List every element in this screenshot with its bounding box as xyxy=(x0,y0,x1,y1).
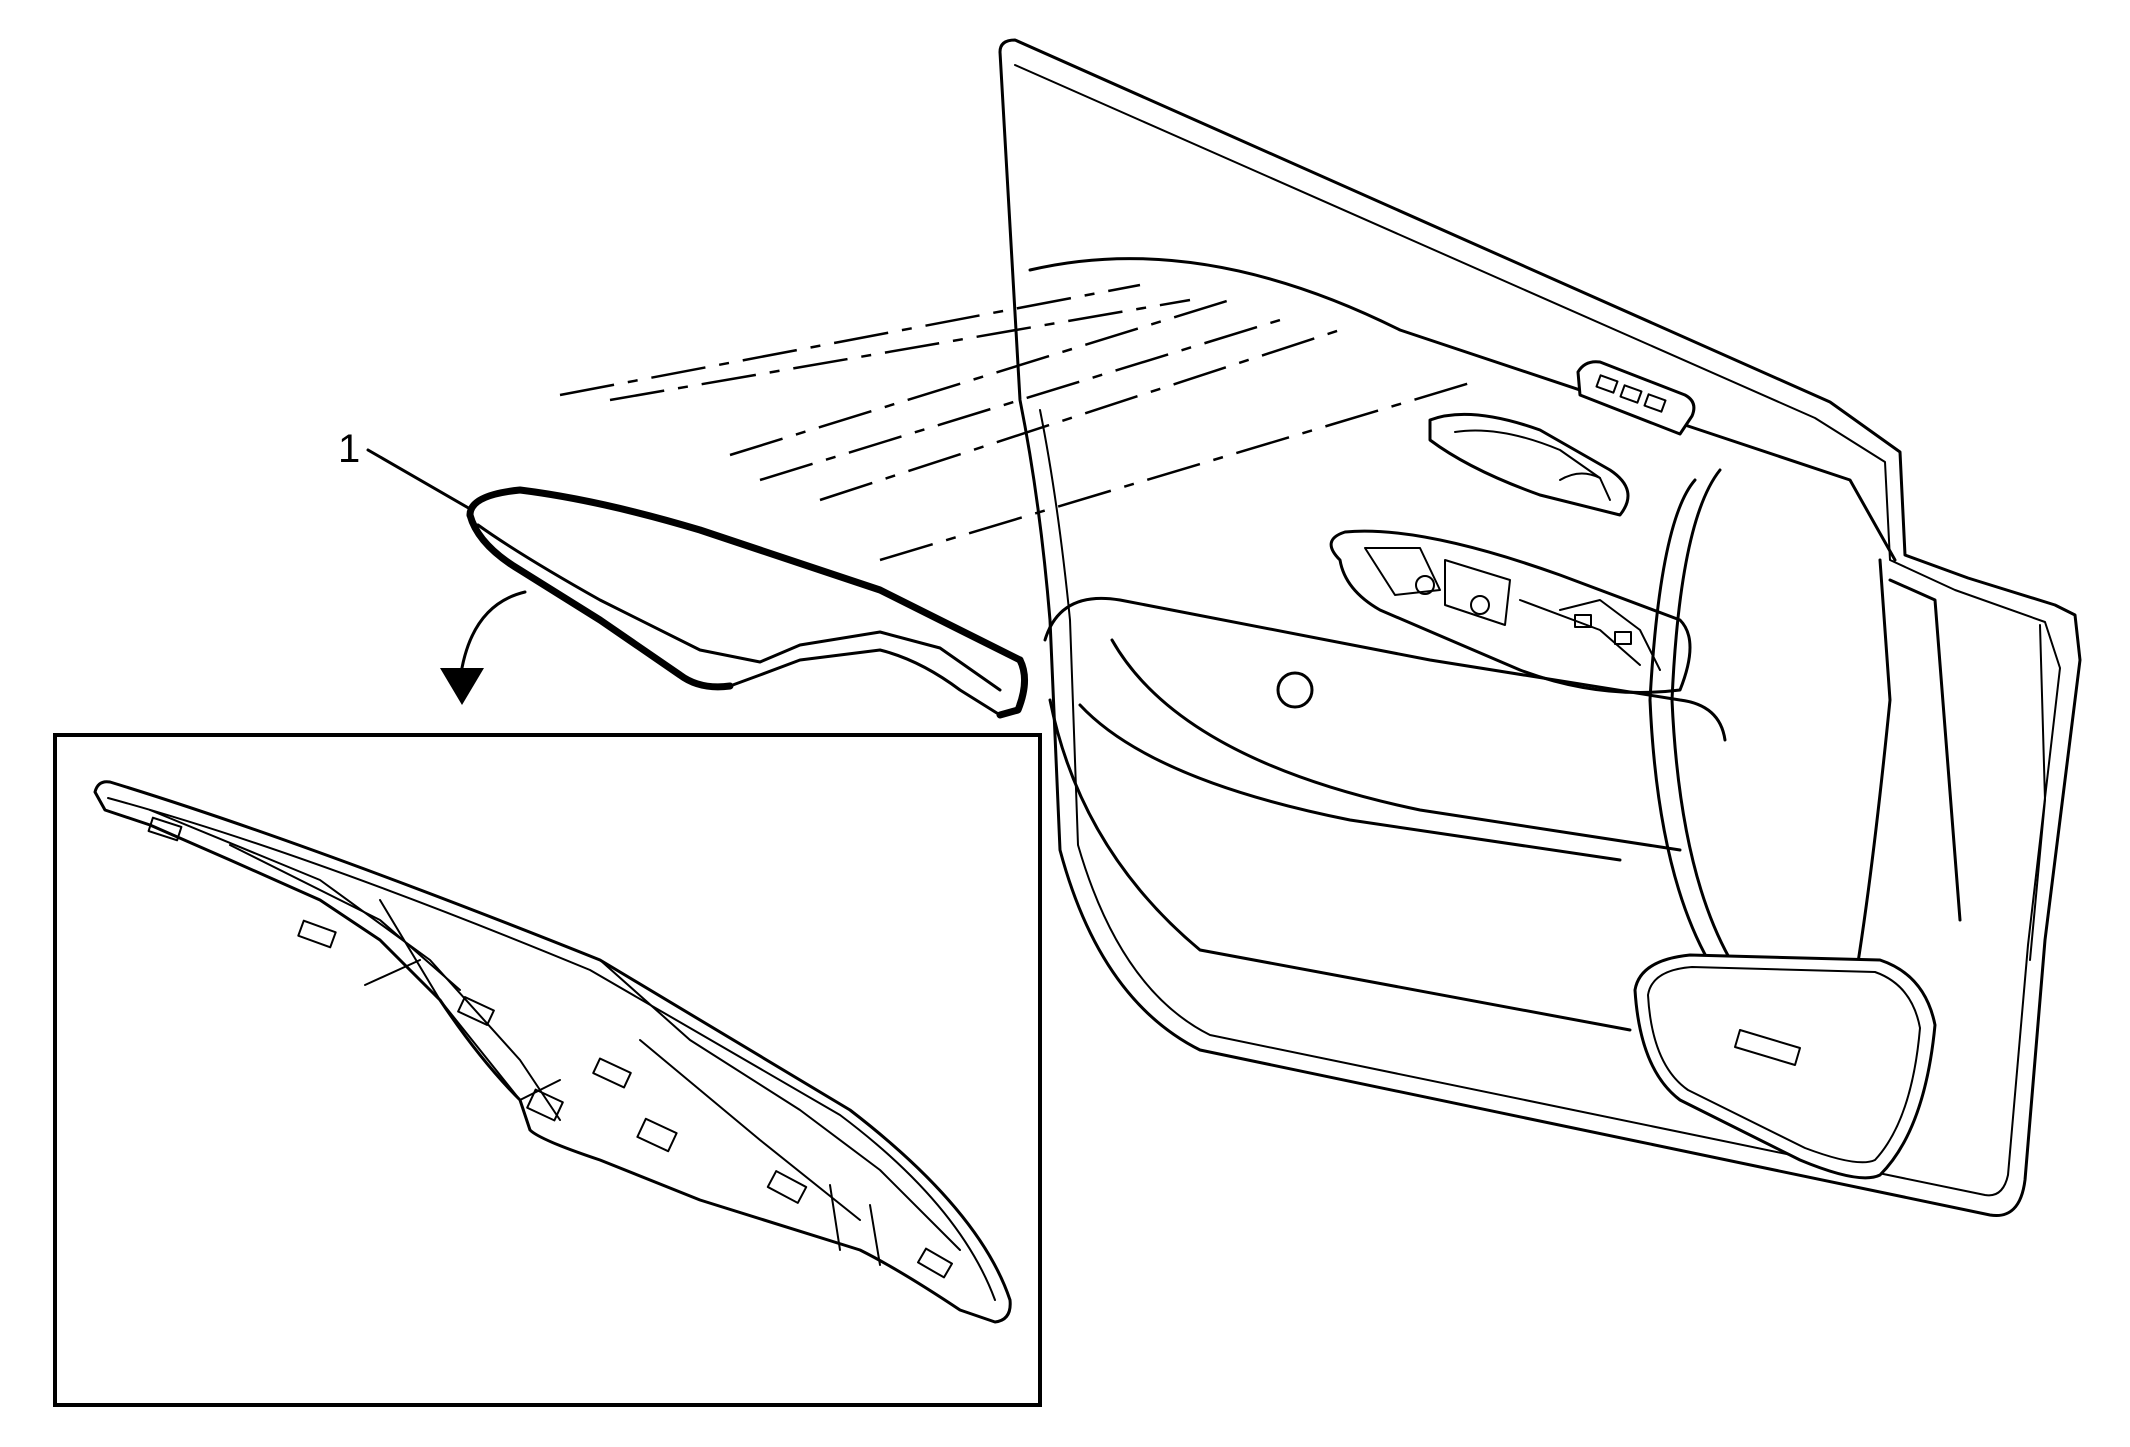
curved-arrow-icon xyxy=(440,590,527,705)
speaker-grille xyxy=(1633,953,1937,1180)
armrest-recess xyxy=(1329,529,1692,694)
armrest-underside-view xyxy=(93,780,1012,1324)
armrest-trim-panel xyxy=(466,486,1028,719)
door-trim-panel xyxy=(998,38,2082,1218)
callout-number: 1 xyxy=(338,427,360,471)
trim-hole xyxy=(1276,671,1314,709)
inside-handle-pocket xyxy=(1428,412,1630,517)
window-switch-bezel xyxy=(1576,360,1696,436)
detail-inset xyxy=(53,733,1042,1407)
callout-1: 1 xyxy=(338,427,474,512)
explode-lines xyxy=(559,283,1481,562)
callout-leader-line xyxy=(366,448,474,512)
